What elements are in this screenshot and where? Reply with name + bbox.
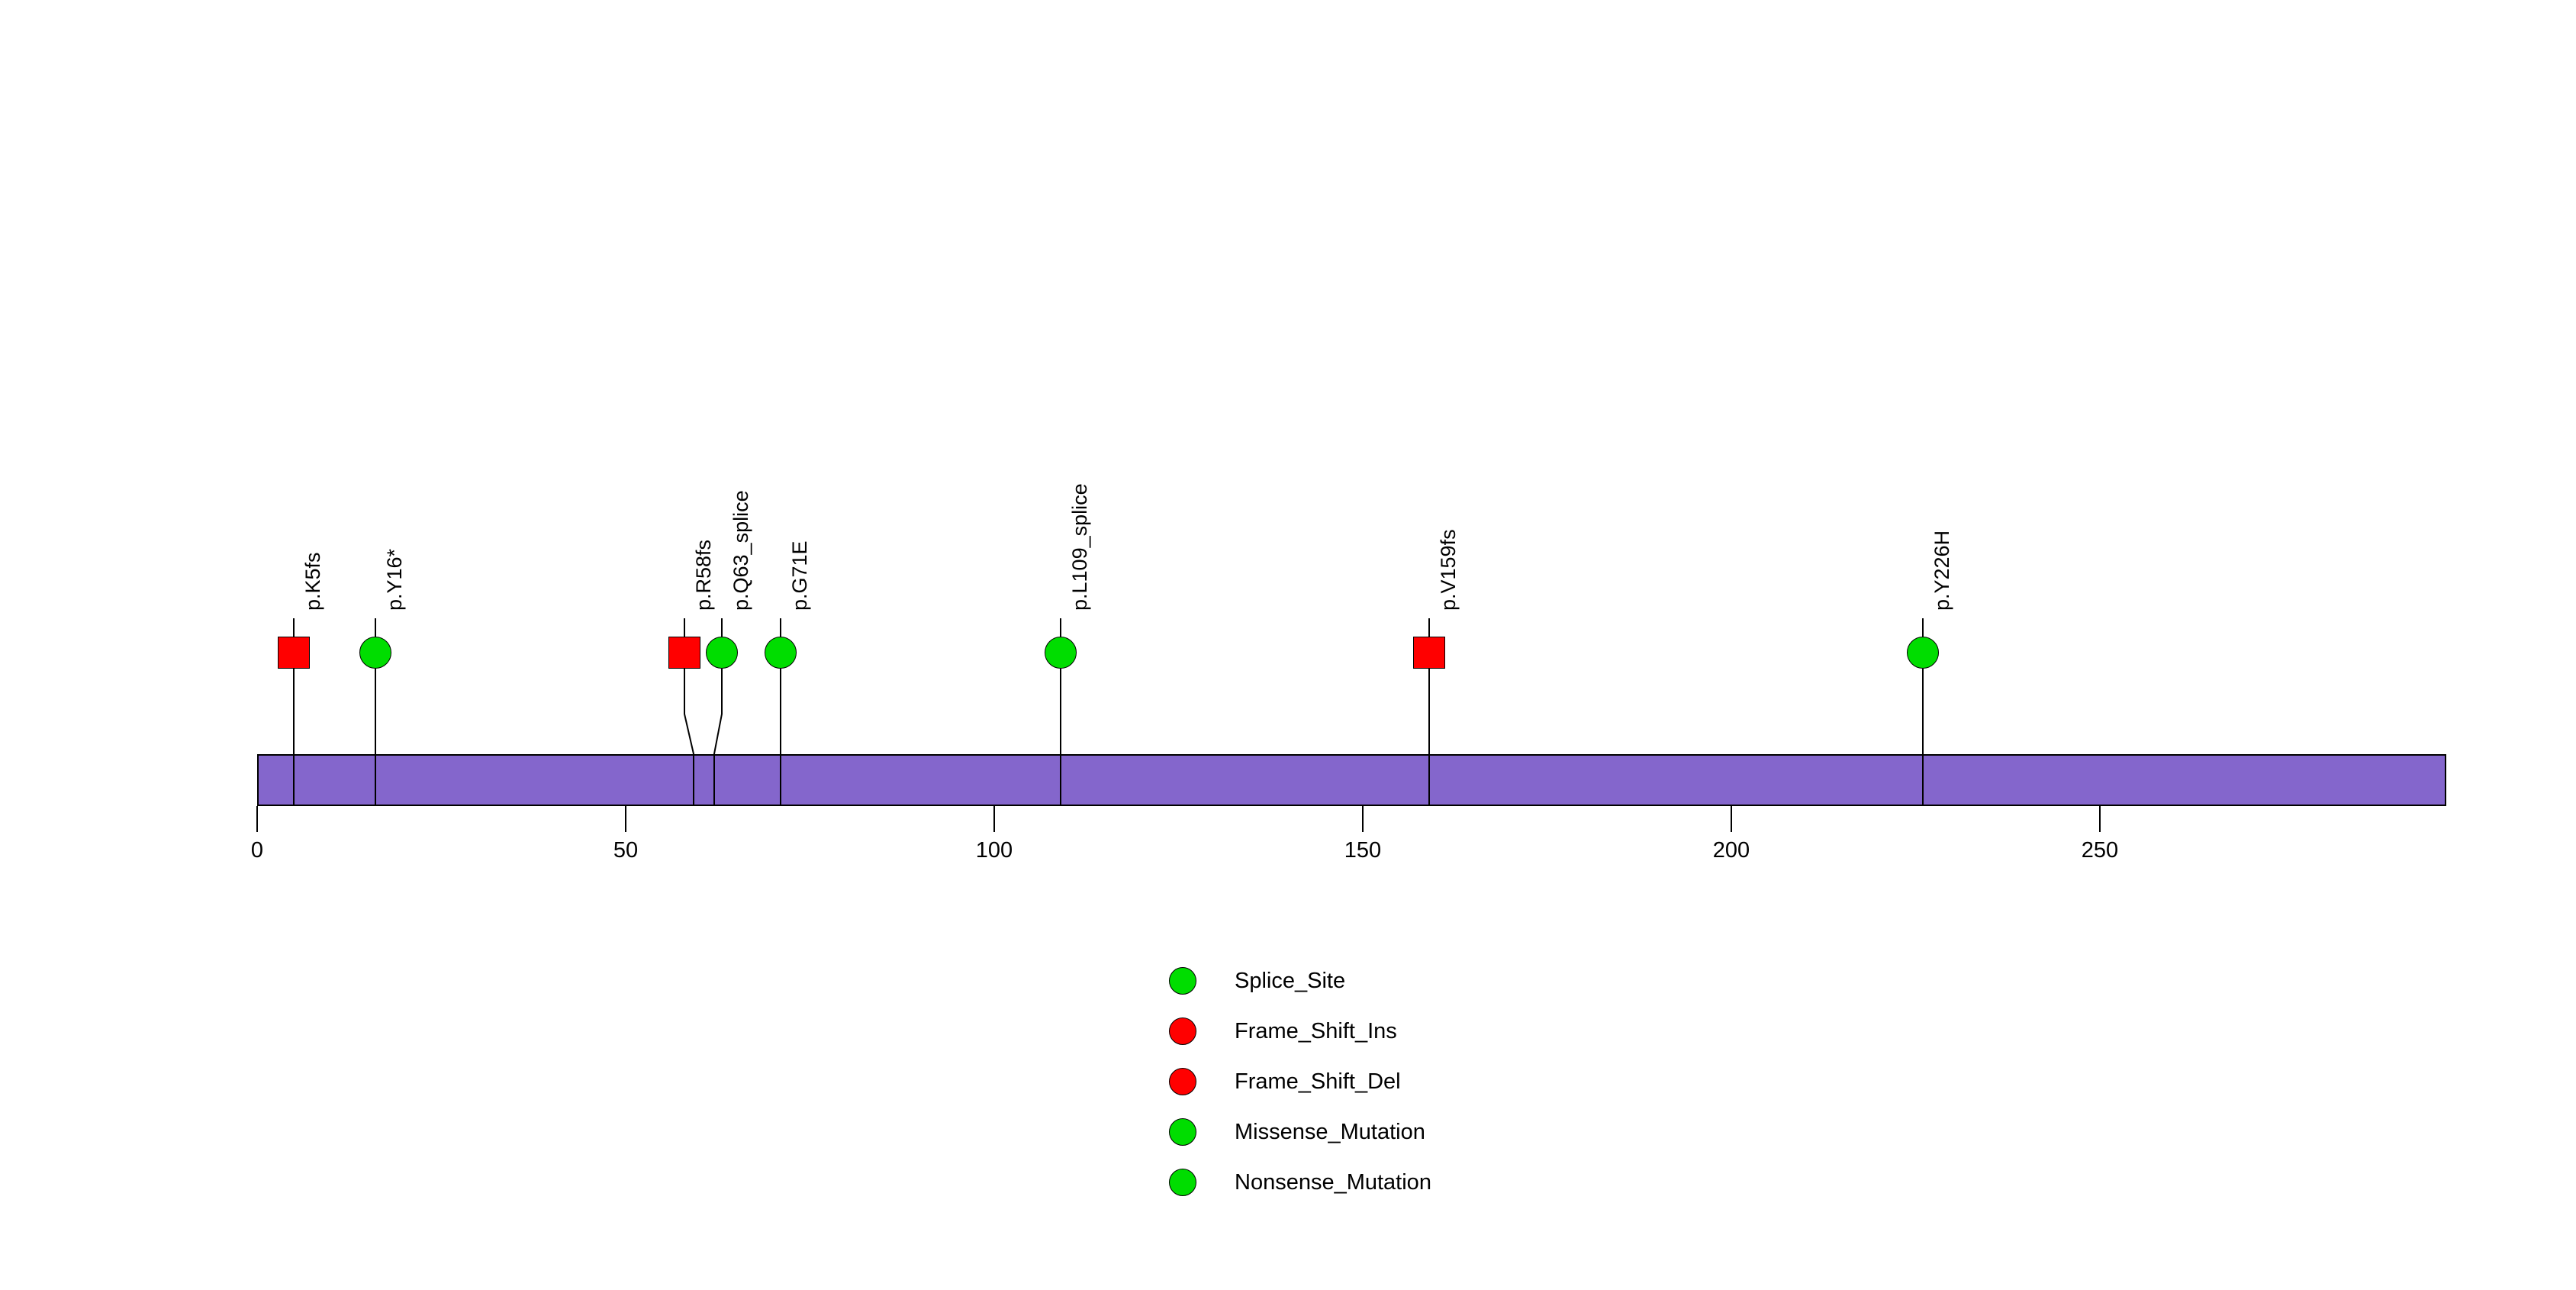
lollipop-stem-upper [684,618,686,637]
lollipop-stem-upper [779,618,781,637]
mutation-label: p.R58fs [692,539,716,611]
axis-tick-label: 0 [250,838,264,863]
mutation-marker-circle[interactable] [359,637,391,669]
mutation-label: p.G71E [787,540,811,611]
mutation-marker-circle[interactable] [1907,637,1940,669]
axis-tick-mark [256,806,258,832]
lollipop-stem-lower [374,669,376,806]
mutation-marker-circle[interactable] [705,637,738,669]
mutation-marker-circle[interactable] [764,637,797,669]
mutation-label: p.Y16* [382,548,406,611]
axis-tick-mark [993,806,995,832]
mutation-label: p.L109_splice [1067,483,1091,611]
mutation-label: p.Q63_splice [729,490,752,611]
mutation-marker-circle[interactable] [1044,637,1077,669]
lollipop-stem-upper [1428,618,1430,637]
mutation-label: p.V159fs [1436,529,1460,611]
legend-label: Frame_Shift_Del [1235,1069,1401,1094]
legend-label: Splice_Site [1235,969,1346,993]
legend-marker [1169,1068,1196,1095]
axis-tick-label: 150 [1344,838,1382,863]
legend-label: Missense_Mutation [1235,1120,1425,1144]
mutation-marker-square[interactable] [278,637,311,669]
protein-domain-bar [257,754,2447,806]
legend-label: Frame_Shift_Ins [1235,1019,1397,1043]
lollipop-stem-upper [720,618,723,637]
axis-tick-mark [625,806,626,832]
axis-tick-mark [1362,806,1364,832]
lollipop-stem-lower [1428,669,1430,806]
lollipop-stem-lower [1059,669,1061,806]
lollipop-stem-upper [1922,618,1924,637]
lollipop-stem-lower [293,669,295,806]
mutation-marker-square[interactable] [668,637,701,669]
axis-tick-mark [1731,806,1732,832]
axis-tick-label: 200 [1712,838,1750,863]
axis-tick-label: 50 [613,838,639,863]
legend-marker [1169,1017,1196,1045]
mutation-marker-square[interactable] [1412,637,1445,669]
lollipop-stem-lower [1922,669,1924,806]
legend-marker [1169,1169,1196,1196]
lollipop-stem-lower [713,669,723,806]
legend-marker [1169,1118,1196,1146]
lollipop-stem-upper [293,618,295,637]
axis-tick-label: 250 [2081,838,2119,863]
legend-label: Nonsense_Mutation [1235,1170,1431,1195]
lollipop-stem-lower [779,669,781,806]
mutation-label: p.K5fs [301,552,325,611]
mutation-label: p.Y226H [1930,530,1954,611]
axis-tick-mark [2099,806,2101,832]
lollipop-stem-upper [1059,618,1061,637]
lollipop-stem-upper [374,618,376,637]
axis-tick-label: 100 [975,838,1013,863]
legend-marker [1169,967,1196,995]
lollipop-stem-lower [684,669,695,806]
